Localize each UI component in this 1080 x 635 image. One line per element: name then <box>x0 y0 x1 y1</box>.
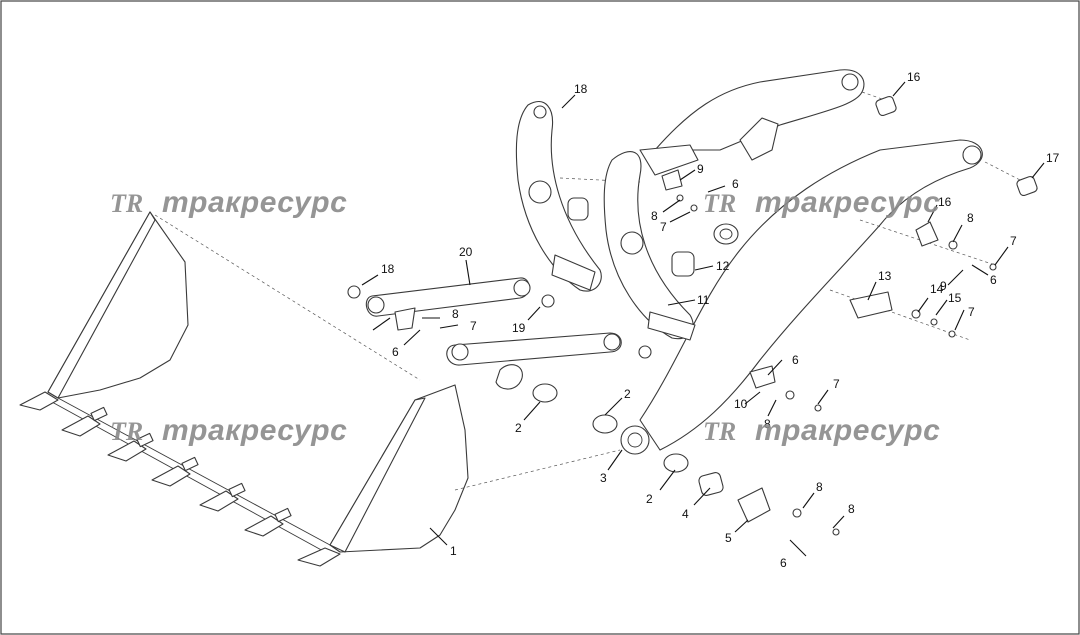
watermark-1: TR тракресурс <box>110 186 347 219</box>
boom-arm-front <box>620 139 1021 455</box>
callout-8: 8 <box>816 480 823 494</box>
callout-7: 7 <box>1010 234 1017 248</box>
callout-7: 7 <box>470 319 477 333</box>
callout-6: 6 <box>732 177 739 191</box>
callout-8: 9 <box>940 279 947 293</box>
link-19 <box>347 277 555 331</box>
callout-7: 7 <box>968 305 975 319</box>
callout-7: 7 <box>660 220 667 234</box>
callout-5: 5 <box>725 531 732 545</box>
callout-18: 18 <box>381 262 395 276</box>
callout-1: 1 <box>450 544 457 558</box>
callout-12: 13 <box>878 269 892 283</box>
callout-18: 19 <box>512 321 526 335</box>
hardware <box>532 95 1038 536</box>
callout-6: 6 <box>780 556 787 570</box>
callout-2: 2 <box>515 421 522 435</box>
watermark-brand: тракресурс <box>755 414 940 447</box>
watermark-logo: TR <box>703 189 736 218</box>
callout-10: 11 <box>697 293 710 307</box>
callout-6: 6 <box>792 353 799 367</box>
callout-4: 4 <box>682 507 689 521</box>
callout-2: 2 <box>646 492 653 506</box>
watermark-4: TR тракресурс <box>703 414 940 447</box>
watermark-brand: тракресурс <box>162 186 347 219</box>
callout-2: 2 <box>624 387 631 401</box>
watermark-2: TR тракресурс <box>703 186 940 219</box>
callout-7: 8 <box>848 502 855 516</box>
callout-15: 16 <box>938 195 952 209</box>
callout-17: 18 <box>574 82 588 96</box>
callout-9: 10 <box>734 397 748 411</box>
callout-16: 16 <box>907 70 921 84</box>
callout-leaders <box>361 81 1045 557</box>
watermark-3: TR тракресурс <box>110 414 347 447</box>
rocker-lever-10 <box>603 144 699 341</box>
callout-9: 9 <box>697 162 704 176</box>
callout-numbers: 1 2 2 2 3 4 5 6 6 6 6 6 7 7 7 7 7 8 8 8 … <box>381 70 1060 570</box>
bucket <box>19 211 621 567</box>
callout-6: 6 <box>392 345 399 359</box>
callout-8: 8 <box>967 211 974 225</box>
watermark-logo: TR <box>110 189 143 218</box>
callout-7: 7 <box>833 377 840 391</box>
callout-14: 15 <box>948 291 962 305</box>
callout-13: 14 <box>930 282 944 296</box>
callout-3: 3 <box>600 471 607 485</box>
callout-8: 8 <box>452 307 459 321</box>
callout-16: 17 <box>1046 151 1060 165</box>
link-lower <box>446 332 652 390</box>
callout-6: 6 <box>990 273 997 287</box>
watermark-logo: TR <box>110 417 143 446</box>
rocker-lever-17 <box>515 101 641 292</box>
boom-arm-rear <box>654 69 886 161</box>
callout-19: 20 <box>459 245 473 259</box>
callout-8: 8 <box>651 209 658 223</box>
callout-11: 12 <box>716 259 730 273</box>
watermark-brand: тракресурс <box>162 414 347 447</box>
callout-8: 8 <box>764 417 771 431</box>
watermark-brand: тракресурс <box>755 186 940 219</box>
watermark-logo: TR <box>703 417 736 446</box>
